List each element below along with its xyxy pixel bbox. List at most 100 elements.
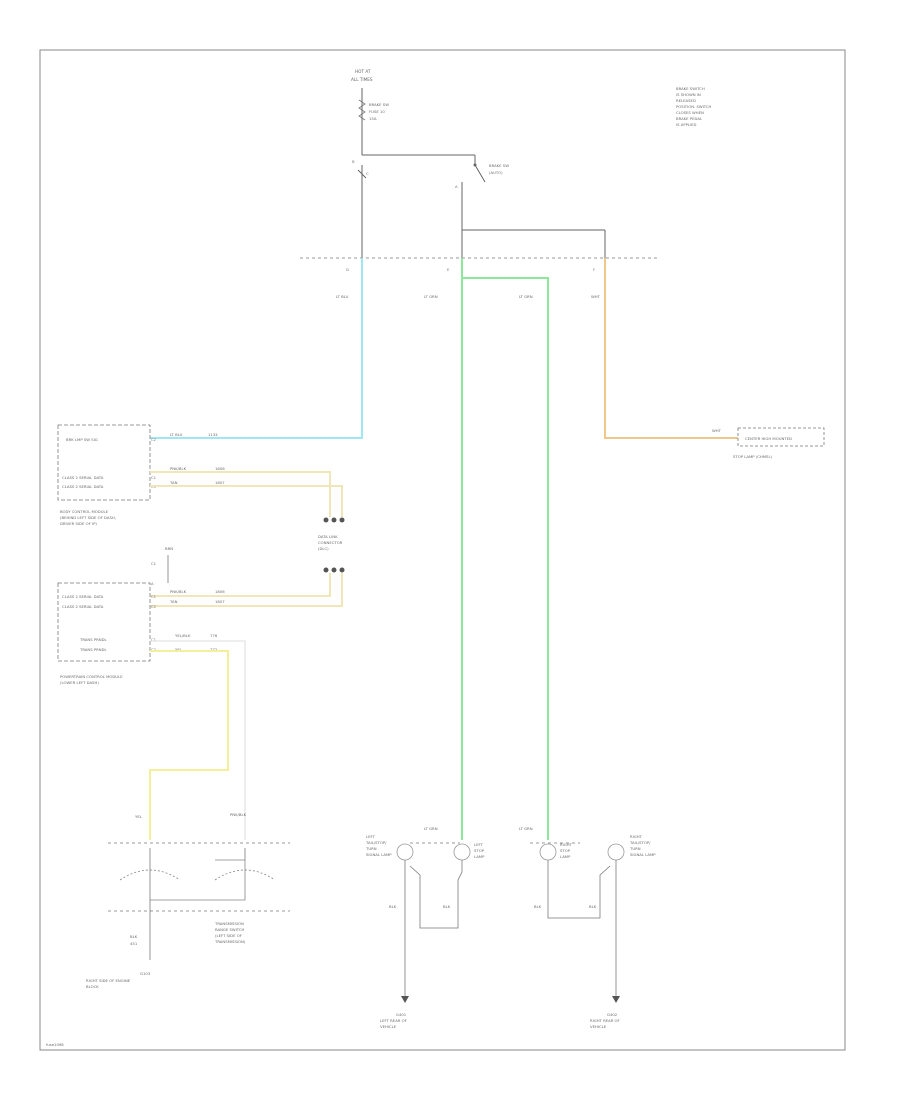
bcm-row-2: CLASS 2 SERIAL DATA [62, 475, 104, 480]
cyan-wire [150, 258, 363, 439]
note-line-7: IS APPLIED [676, 122, 697, 127]
pcm-pin-a: A [151, 581, 154, 586]
pcm-row-3: TRANS PRNDL [79, 637, 108, 642]
chmsl-label: STOP LAMP (CHMSL) [733, 454, 773, 459]
rt-turn-label-1: RIGHT [630, 834, 643, 839]
bcm-data-wire-2 [150, 485, 343, 517]
bcm-title-2: (BEHIND LEFT SIDE OF DASH, [60, 515, 116, 520]
bcm-wire-1-num: 1134 [208, 432, 218, 437]
g401-label: G401 [396, 1012, 407, 1017]
ground-left-icon [401, 996, 409, 1003]
bcm-pin-2: C1 [151, 475, 157, 480]
fuse-name-3: 15A [369, 116, 377, 121]
rt-stop-label-3: LAMP [560, 854, 571, 859]
note-line-2: IS SHOWN IN [676, 92, 701, 97]
pcm-row-4: TRANS PRNDL [79, 647, 108, 652]
orange-wire-label: WHT [591, 294, 601, 299]
g402-desc-2: VEHICLE [590, 1024, 607, 1029]
pcm-top-wire-pin: C1 [151, 561, 157, 566]
pcm-wire-1-color: PNK/BLK [170, 589, 187, 594]
pcm-wire-1-num: 1806 [215, 589, 225, 594]
powertrain-control-module: CLASS 2 SERIAL DATA CLASS 2 SERIAL DATA … [57, 546, 225, 685]
transmission-range-switch: BLK 451 TRANSMISSION RANGE SWITCH (LEFT … [86, 842, 290, 989]
rt-stop-label-2: STOP [560, 848, 571, 853]
dlc-pin-icon [331, 517, 337, 523]
yel-wire-label: YEL [135, 814, 143, 819]
green-wire-label-2: LT GRN [519, 294, 533, 299]
bcm-row-1: BRK LMP SW SIG [66, 437, 98, 442]
pcm-wire-2-num: 1807 [215, 599, 225, 604]
sw-pin-c: C [366, 171, 369, 176]
chmsl: CENTER HIGH MOUNTED WHT STOP LAMP (CHMSL… [712, 427, 825, 459]
trs-ground-wire-color: BLK [130, 934, 138, 939]
pcm-data-wire-2 [150, 573, 343, 607]
pcm-title-2: (LOWER LEFT DASH) [60, 680, 99, 685]
note-line-4: POSITION. SWITCH [676, 104, 712, 109]
yellow-wire [149, 650, 229, 840]
left-lamp-ground-link [409, 860, 463, 929]
dlc-pin-icon [339, 517, 345, 523]
sw-left-contact-icon [357, 169, 367, 179]
g401-desc-1: LEFT REAR OF [380, 1018, 407, 1023]
note-line-1: BRAKE SWITCH [676, 86, 705, 91]
fuse-name-1: BRAKE SW [369, 102, 389, 107]
g401-desc-2: VEHICLE [380, 1024, 397, 1029]
pnk-wire-label: PNK/BLK [230, 812, 247, 817]
rear-lamps: LT GRN LT GRN LEFT TAIL/STOP/ TURN SIGNA… [365, 826, 656, 1029]
bcm-data-wire-1 [150, 471, 331, 517]
footer-code: fuse1098 [46, 1042, 64, 1047]
green-wire-right [461, 258, 549, 840]
trs-title-4: TRANSMISSION) [214, 939, 246, 944]
left-turn-lamp-icon [396, 843, 414, 861]
switch-contact-dot [473, 163, 477, 167]
chmsl-wire-label: WHT [712, 428, 722, 433]
note-line-6: BRAKE PEDAL [676, 116, 703, 121]
body-control-module: BRK LMP SW SIG CLASS 2 SERIAL DATA CLASS… [57, 424, 225, 526]
lt-turn-label-3: TURN [365, 846, 377, 851]
dlc-pin-icon [323, 567, 329, 573]
pcm-row-1: CLASS 2 SERIAL DATA [62, 594, 104, 599]
rt-turn-label-4: SIGNAL LAMP [630, 852, 656, 857]
green-wire-label-1: LT GRN [424, 294, 438, 299]
pcm-title-1: POWERTRAIN CONTROL MODULE [60, 674, 123, 679]
dlc-pin-icon [331, 567, 337, 573]
dlc-label-1: DATA LINK [318, 534, 338, 539]
pink-wire [150, 640, 246, 840]
fuse-block: HOT AT ALL TIMES BRAKE SW FUSE 10 15A [351, 69, 389, 155]
right-blk-label-1: BLK [534, 904, 542, 909]
fuse-hot-line-1: HOT AT [355, 69, 371, 74]
g402-label: G402 [607, 1012, 618, 1017]
rt-stop-label-1: RIGHT [560, 842, 573, 847]
pcm-wire-2-color: TAN [169, 599, 178, 604]
pcm-wire-4-num: 772 [210, 647, 218, 652]
trs-title-3: (LEFT SIDE OF [215, 933, 242, 938]
data-link-connector: DATA LINK CONNECTOR (DLC) [318, 517, 345, 573]
left-blk-label-2: BLK [443, 904, 451, 909]
bcm-wire-1-color: LT BLU [170, 432, 183, 437]
bcm-pin-1: C2 [151, 437, 157, 442]
conn-pin-e: E [447, 267, 450, 272]
g103-label: G103 [140, 971, 151, 976]
right-lamp-ground-link [547, 860, 611, 919]
fuse-icon [358, 99, 366, 121]
bcm-wire-2-color: PNK/BLK [170, 466, 187, 471]
fuse-hot-line-2: ALL TIMES [351, 77, 373, 82]
bcm-wire-3-color: TAN [169, 480, 178, 485]
note-block: BRAKE SWITCH IS SHOWN IN RELEASED POSITI… [676, 86, 712, 127]
pcm-pin-1: C1 [151, 594, 157, 599]
g103-desc-1: RIGHT SIDE OF ENGINE [86, 978, 131, 983]
right-blk-label-2: BLK [589, 904, 597, 909]
lt-stop-label-2: STOP [474, 848, 485, 853]
cyan-wire-label: LT BLU [336, 294, 349, 299]
ground-right-icon [612, 996, 620, 1003]
dlc-label-2: CONNECTOR [318, 540, 343, 545]
sw-pin-b: B [352, 159, 355, 164]
dlc-pin-icon [339, 567, 345, 573]
lt-stop-label-1: LEFT [474, 842, 484, 847]
chmsl-inner-label: CENTER HIGH MOUNTED [745, 436, 792, 441]
lamp-green-label-2: LT GRN [519, 826, 533, 831]
rt-turn-label-3: TURN [629, 846, 641, 851]
rt-turn-label-2: TAIL/STOP/ [629, 840, 651, 845]
bcm-title-3: DRIVER SIDE OF IP) [60, 521, 97, 526]
